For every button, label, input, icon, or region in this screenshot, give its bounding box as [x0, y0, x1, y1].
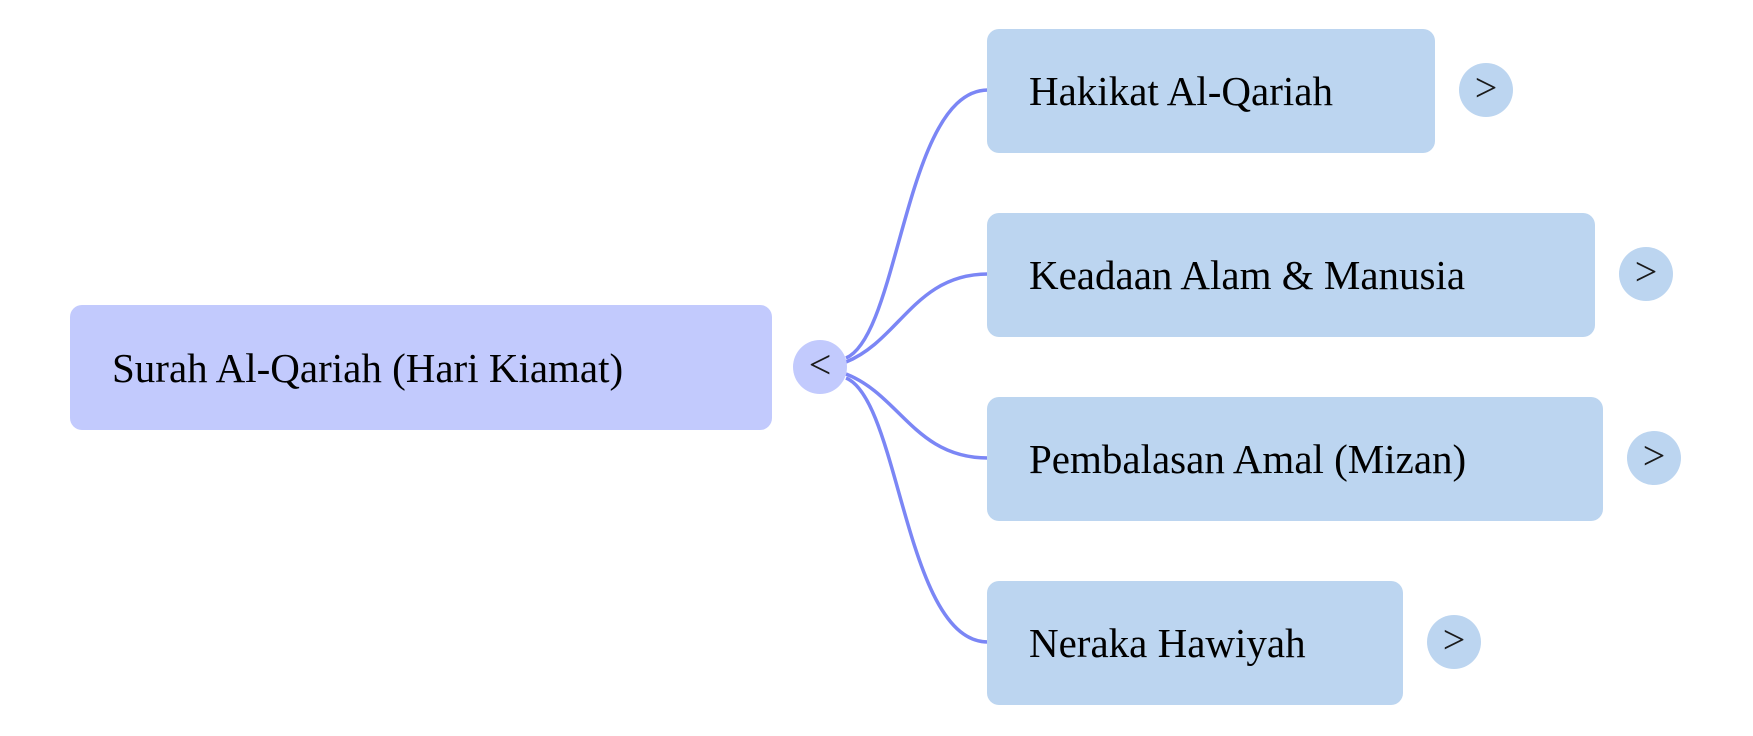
- branch-expand-toggle-4[interactable]: >: [1427, 615, 1481, 669]
- branch-node-label: Pembalasan Amal (Mizan): [1029, 436, 1467, 482]
- expand-chevron-icon: >: [1634, 249, 1658, 294]
- branch-node-label: Neraka Hawiyah: [1029, 620, 1306, 666]
- root-node[interactable]: Surah Al-Qariah (Hari Kiamat): [70, 305, 772, 430]
- branch-expand-toggle-2[interactable]: >: [1619, 247, 1673, 301]
- branch-node-neraka-hawiyah[interactable]: Neraka Hawiyah: [987, 581, 1403, 705]
- connector-2: [845, 272, 989, 364]
- branch-node-label: Keadaan Alam & Manusia: [1029, 252, 1466, 298]
- branch-node-keadaan-alam-manusia[interactable]: Keadaan Alam & Manusia: [987, 213, 1595, 337]
- connector-1: [845, 88, 989, 360]
- branch-node-pembalasan-amal[interactable]: Pembalasan Amal (Mizan): [987, 397, 1603, 521]
- connector-4: [845, 376, 989, 644]
- expand-chevron-icon: >: [1442, 617, 1466, 662]
- branch-expand-toggle-1[interactable]: >: [1459, 63, 1513, 117]
- expand-chevron-icon: >: [1474, 65, 1498, 110]
- expand-chevron-icon: >: [1642, 433, 1666, 478]
- branch-node-hakikat-al-qariah[interactable]: Hakikat Al-Qariah: [987, 29, 1435, 153]
- root-collapse-toggle[interactable]: <: [793, 340, 847, 394]
- root-node-label: Surah Al-Qariah (Hari Kiamat): [112, 344, 624, 391]
- branch-node-label: Hakikat Al-Qariah: [1029, 68, 1333, 114]
- connector-3: [845, 372, 989, 460]
- branch-expand-toggle-3[interactable]: >: [1627, 431, 1681, 485]
- collapse-chevron-icon: <: [808, 342, 832, 387]
